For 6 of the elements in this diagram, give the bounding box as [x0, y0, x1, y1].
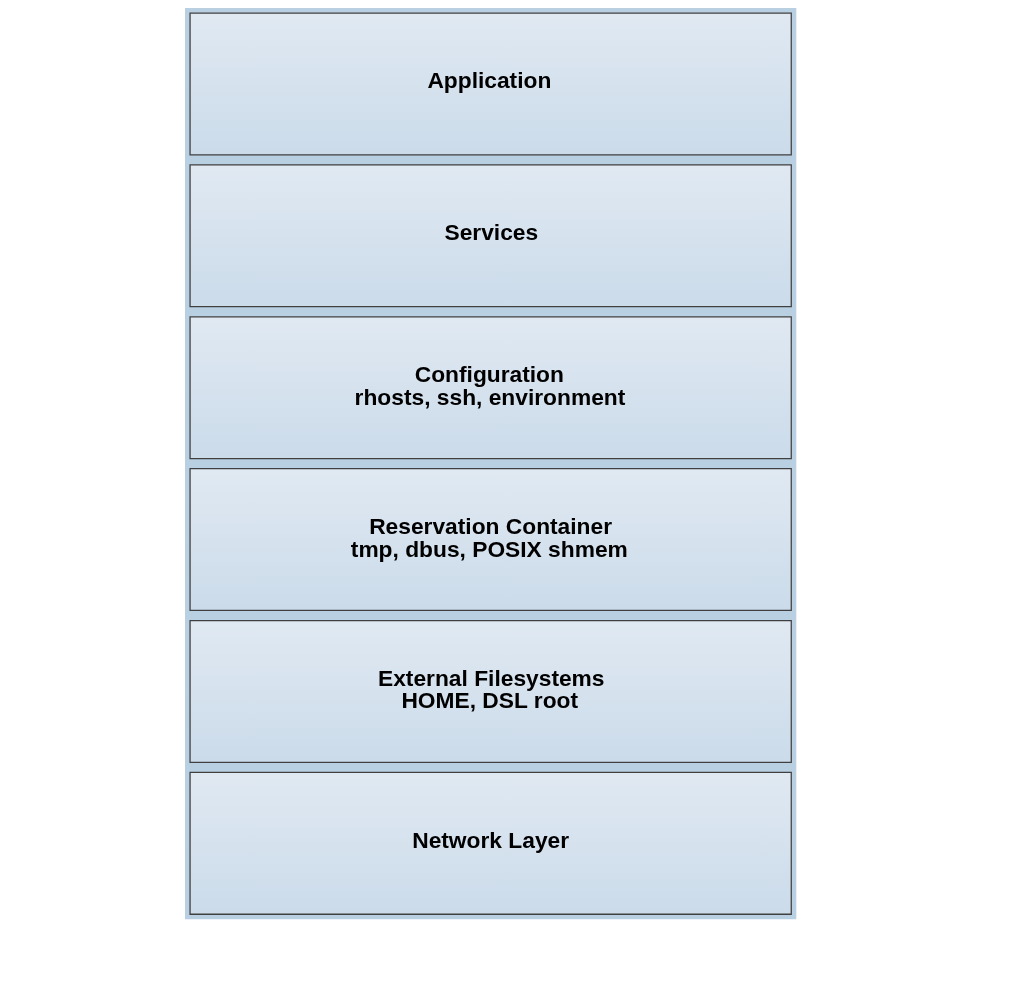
node-box: External Filesystems HOME, DSL root [189, 619, 792, 763]
node-box: Services [189, 164, 792, 308]
node-box: Network Layer [189, 771, 792, 915]
node-box: Application [189, 12, 792, 156]
node-box: Configuration rhosts, ssh, environment [189, 316, 792, 460]
node-box: Reservation Container tmp, dbus, POSIX shmem [189, 468, 792, 612]
